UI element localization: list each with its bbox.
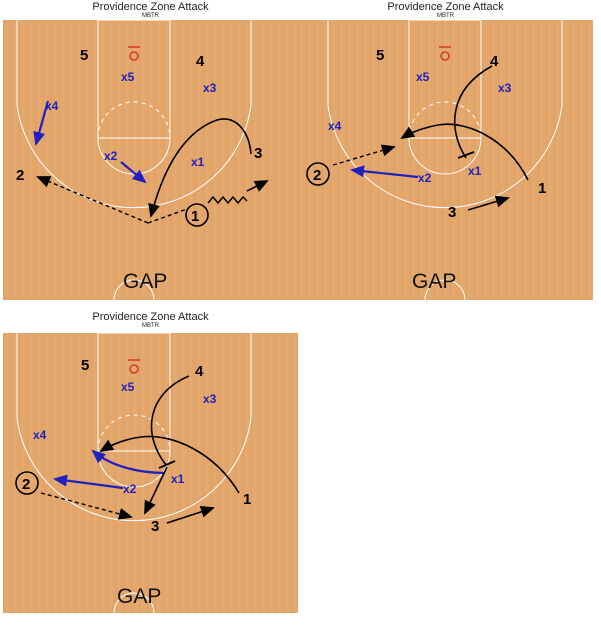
pass-arrow bbox=[40, 492, 133, 520]
player-1: 1 bbox=[243, 491, 251, 508]
rim bbox=[440, 51, 450, 61]
panel-title: Providence Zone Attack bbox=[387, 1, 504, 13]
gap-label: GAP bbox=[412, 270, 456, 293]
x2-rotation-arrow bbox=[120, 161, 147, 184]
defender-x2: x2 bbox=[104, 149, 118, 163]
court: x5 x3 x4 x2 x1 5 4 2 1 3 GAP bbox=[298, 19, 593, 301]
court-lines bbox=[16, 19, 252, 301]
x4-rotation-arrow bbox=[33, 100, 50, 146]
defender-x5: x5 bbox=[416, 70, 430, 84]
ball-handler-circle bbox=[15, 471, 39, 495]
diagram-panel-2: Providence Zone Attack MBTR x5 x3 x4 x2 … bbox=[298, 0, 593, 310]
panel-subtitle: MBTR bbox=[142, 323, 159, 329]
defender-x4: x4 bbox=[328, 119, 342, 133]
dribble-zigzag bbox=[207, 195, 248, 205]
player-5: 5 bbox=[81, 357, 89, 374]
player-3: 3 bbox=[151, 518, 159, 535]
rim bbox=[129, 51, 139, 61]
player-4-roll-arrow bbox=[144, 466, 168, 515]
play-arrows bbox=[40, 375, 240, 524]
defender-x5: x5 bbox=[121, 380, 135, 394]
player-1: 1 bbox=[191, 208, 199, 225]
defender-x2: x2 bbox=[418, 171, 432, 185]
ball-handler-circle bbox=[306, 162, 330, 186]
court-floor bbox=[298, 20, 593, 300]
court-floor bbox=[3, 20, 298, 300]
player-1-cut-arrow bbox=[99, 435, 240, 494]
court: x5 x3 x4 x2 x1 5 4 2 1 3 GAP bbox=[3, 332, 298, 614]
player-3: 3 bbox=[254, 145, 262, 162]
screen-bar bbox=[457, 151, 475, 159]
player-3-move-arrow bbox=[166, 506, 215, 524]
player-2: 2 bbox=[16, 167, 24, 184]
court-lines bbox=[327, 19, 563, 301]
screen-bar bbox=[158, 460, 176, 469]
defender-x5: x5 bbox=[121, 70, 135, 84]
player-4: 4 bbox=[195, 363, 204, 380]
defender-x1: x1 bbox=[171, 472, 185, 486]
player-3-move-arrow bbox=[467, 195, 510, 211]
defender-x3: x3 bbox=[498, 81, 512, 95]
player-2: 2 bbox=[22, 476, 30, 493]
player-5: 5 bbox=[376, 47, 384, 64]
defender-x1: x1 bbox=[191, 155, 205, 169]
diagram-panel-3: Providence Zone Attack MBTR x5 x3 x4 x2 … bbox=[3, 310, 298, 620]
player-1: 1 bbox=[538, 180, 546, 197]
defender-x1: x1 bbox=[468, 164, 482, 178]
pass-arrow bbox=[36, 176, 149, 224]
x2-rotation-arrow bbox=[350, 165, 419, 179]
player-3: 3 bbox=[448, 204, 456, 221]
diagram-panel-1: Providence Zone Attack MBTR x5 x3 x4 x2 … bbox=[3, 0, 298, 310]
player-4-screen-path bbox=[150, 375, 190, 466]
player-4: 4 bbox=[490, 53, 499, 70]
play-arrows bbox=[332, 65, 529, 211]
panel-title: Providence Zone Attack bbox=[92, 1, 209, 13]
defender-x4: x4 bbox=[33, 428, 47, 442]
gap-label: GAP bbox=[117, 585, 161, 608]
ball-handler-circle bbox=[185, 203, 209, 227]
player-5: 5 bbox=[80, 47, 88, 64]
player-1-cut-arrow bbox=[400, 123, 529, 181]
rim bbox=[129, 364, 139, 374]
play-arrows bbox=[33, 100, 269, 224]
panel-subtitle: MBTR bbox=[142, 13, 159, 19]
defender-x3: x3 bbox=[203, 392, 217, 406]
gap-label: GAP bbox=[123, 270, 167, 293]
defender-x3: x3 bbox=[203, 81, 217, 95]
court-lines bbox=[16, 332, 252, 614]
player-3-cut-arrow bbox=[148, 118, 252, 218]
x2-rotation-arrow bbox=[53, 474, 124, 490]
defender-x2: x2 bbox=[123, 482, 137, 496]
player-4-screen-path bbox=[453, 65, 493, 159]
dribble-arrow bbox=[246, 180, 269, 192]
court: x5 x3 x4 x2 x1 5 4 3 2 1 GAP bbox=[3, 19, 298, 301]
player-2: 2 bbox=[313, 167, 321, 184]
panel-title: Providence Zone Attack bbox=[92, 311, 209, 323]
player-4: 4 bbox=[196, 53, 205, 70]
pass-arrow bbox=[332, 144, 396, 166]
panel-subtitle: MBTR bbox=[437, 13, 454, 19]
x1-rotation-arrow bbox=[91, 449, 166, 475]
